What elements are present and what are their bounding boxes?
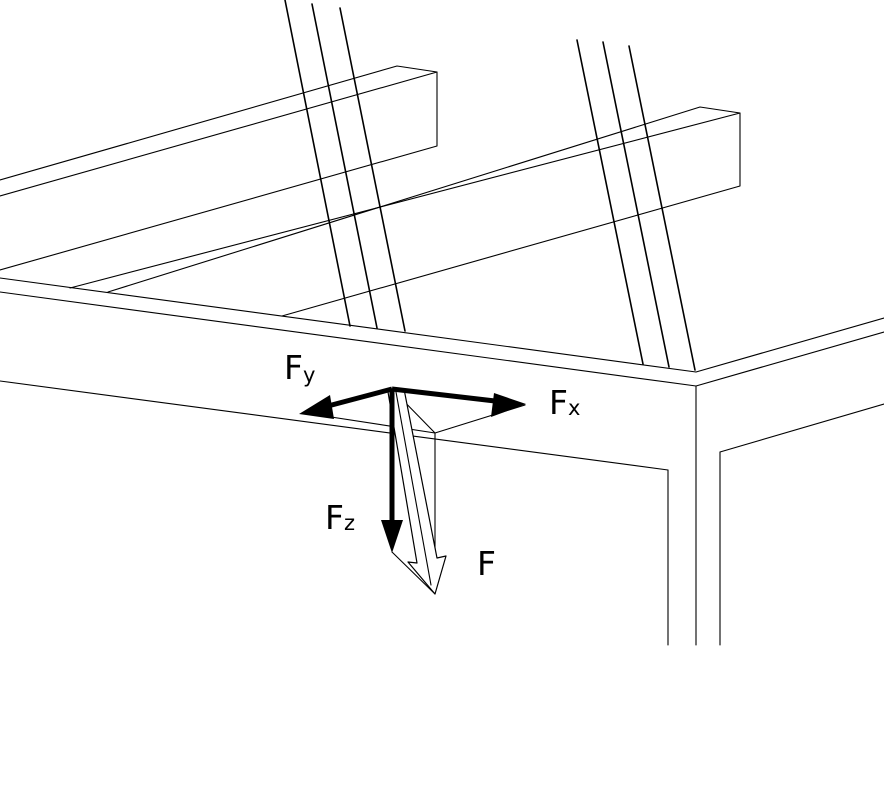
- force-fx-arrow: [391, 386, 526, 417]
- fy-label: Fy: [284, 348, 315, 387]
- rafter-left: [284, 0, 406, 332]
- fx-label: Fx: [549, 383, 580, 422]
- fx-label-main: F: [549, 383, 568, 422]
- fx-label-sub: x: [568, 396, 580, 420]
- purlin-right: [69, 106, 741, 317]
- roof-edge-right: [695, 317, 884, 387]
- fz-label: Fz: [325, 498, 355, 537]
- force-f-shape: [387, 388, 447, 595]
- f-label-main: F: [477, 544, 496, 583]
- fz-label-main: F: [325, 498, 344, 537]
- fy-label-main: F: [284, 348, 303, 387]
- force-f-arrow: [387, 388, 447, 595]
- force-fz-arrow: [381, 389, 403, 553]
- fz-label-sub: z: [344, 511, 355, 535]
- wall-left: [0, 380, 697, 646]
- wall-right: [719, 403, 884, 646]
- rafter-right: [576, 39, 696, 371]
- roof-edge-left: [0, 277, 697, 387]
- force-fy-arrow: [299, 386, 393, 419]
- purlin-left: [0, 65, 438, 271]
- f-label: F: [477, 544, 496, 583]
- fy-label-sub: y: [303, 363, 315, 387]
